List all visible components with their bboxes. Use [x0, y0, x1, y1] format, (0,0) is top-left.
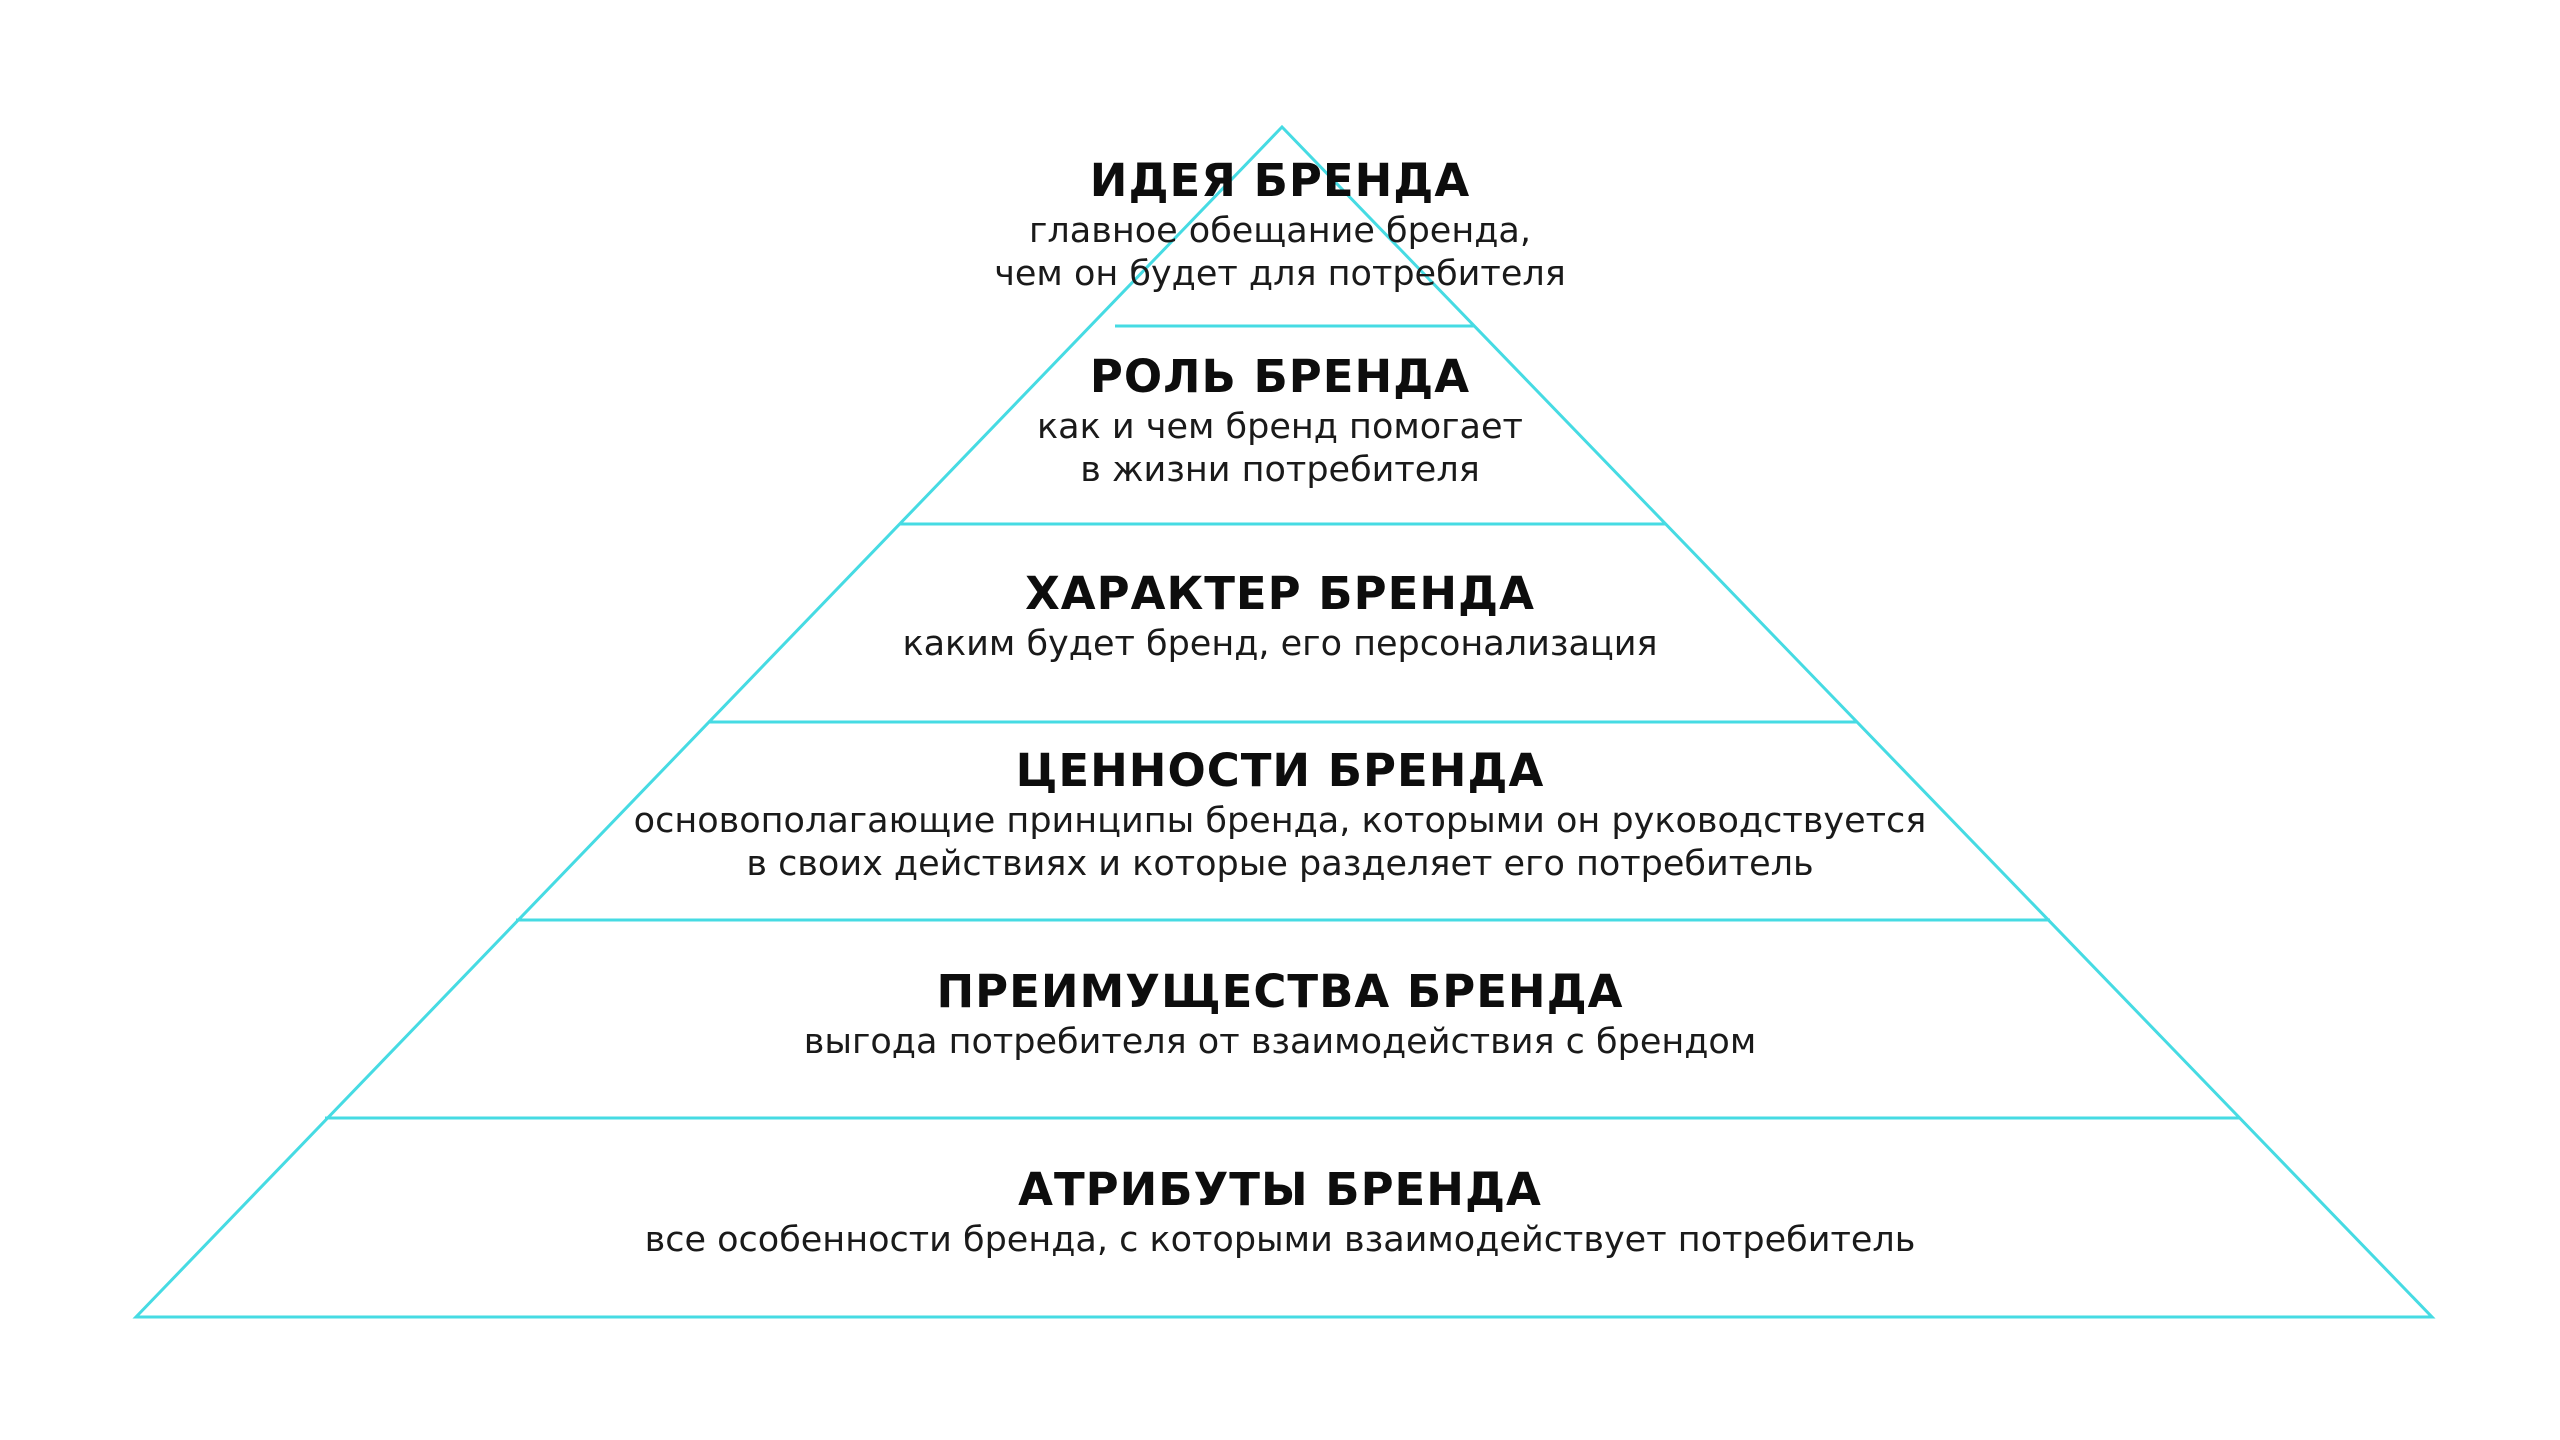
level-title: ЦЕННОСТИ БРЕНДА: [1015, 744, 1545, 797]
level-description-line: в жизни потребителя: [1080, 450, 1480, 490]
level-description-line: в своих действиях и которые разделяет ег…: [746, 844, 1814, 884]
pyramid-level-brand-role: РОЛЬ БРЕНДА как и чем бренд помогает в ж…: [0, 348, 2560, 492]
level-description-line: как и чем бренд помогает: [1037, 407, 1523, 447]
level-title: ПРЕИМУЩЕСТВА БРЕНДА: [936, 965, 1624, 1018]
level-title: ИДЕЯ БРЕНДА: [1089, 154, 1471, 207]
level-description-line: выгода потребителя от взаимодействия с б…: [803, 1022, 1757, 1062]
level-title: ХАРАКТЕР БРЕНДА: [1025, 567, 1535, 620]
pyramid-level-brand-idea: ИДЕЯ БРЕНДА главное обещание бренда, чем…: [0, 152, 2560, 296]
level-title: РОЛЬ БРЕНДА: [1089, 350, 1471, 403]
pyramid-level-brand-attributes: АТРИБУТЫ БРЕНДА все особенности бренда, …: [0, 1161, 2560, 1262]
level-description-line: все особенности бренда, с которыми взаим…: [644, 1220, 1916, 1260]
level-description-line: чем он будет для потребителя: [994, 254, 1566, 294]
pyramid-level-brand-character: ХАРАКТЕР БРЕНДА каким будет бренд, его п…: [0, 565, 2560, 666]
level-description-line: главное обещание бренда,: [1028, 211, 1531, 251]
pyramid-level-brand-values: ЦЕННОСТИ БРЕНДА основополагающие принцип…: [0, 742, 2560, 886]
level-description-line: основополагающие принципы бренда, которы…: [633, 801, 1927, 841]
level-description-line: каким будет бренд, его персонализация: [902, 624, 1658, 664]
level-title: АТРИБУТЫ БРЕНДА: [1018, 1163, 1542, 1216]
pyramid-level-brand-benefits: ПРЕИМУЩЕСТВА БРЕНДА выгода потребителя о…: [0, 963, 2560, 1064]
